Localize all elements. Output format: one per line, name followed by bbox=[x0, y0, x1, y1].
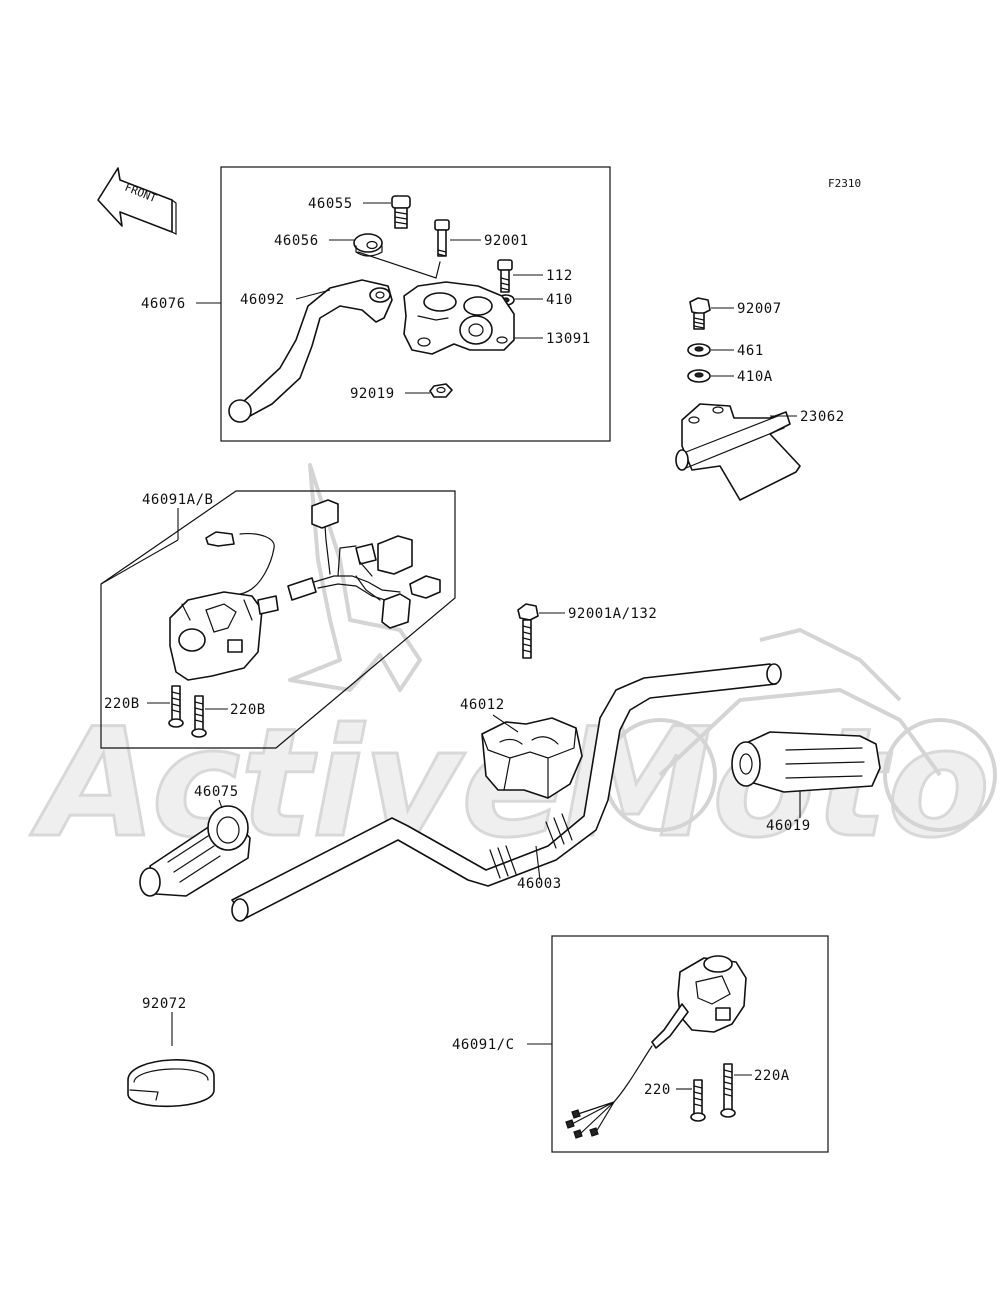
part-220B-left-drawing bbox=[168, 685, 184, 728]
part-220-drawing bbox=[690, 1079, 706, 1122]
part-46075-drawing bbox=[139, 805, 251, 897]
figure-code: F2310 bbox=[828, 177, 861, 190]
label-46019: 46019 bbox=[766, 818, 811, 834]
part-13091-drawing bbox=[403, 281, 515, 355]
label-92001: 92001 bbox=[484, 233, 529, 249]
front-arrow-icon: FRONT bbox=[97, 167, 177, 235]
part-92001-drawing bbox=[434, 219, 450, 257]
label-46003: 46003 bbox=[517, 876, 562, 892]
label-92001A132: 92001A/132 bbox=[568, 606, 657, 622]
part-92001A132-drawing bbox=[517, 603, 539, 659]
label-220B-right: 220B bbox=[230, 702, 266, 718]
label-46091AB: 46091A/B bbox=[142, 492, 213, 508]
label-46091C: 46091/C bbox=[452, 1037, 515, 1053]
part-220B-right-drawing bbox=[191, 695, 207, 738]
part-92007-drawing bbox=[689, 297, 711, 330]
label-410A: 410A bbox=[737, 369, 773, 385]
label-92072: 92072 bbox=[142, 996, 187, 1012]
lever-assembly-box bbox=[220, 166, 611, 442]
left-switch-box bbox=[100, 490, 456, 749]
part-46091C-drawing bbox=[565, 955, 747, 1139]
part-92072-drawing bbox=[127, 1059, 215, 1108]
label-220A: 220A bbox=[754, 1068, 790, 1084]
part-410A-drawing bbox=[687, 369, 711, 383]
part-46056-drawing bbox=[353, 233, 383, 257]
label-13091: 13091 bbox=[546, 331, 591, 347]
part-461-drawing bbox=[687, 343, 711, 357]
part-46012-drawing bbox=[481, 717, 583, 799]
part-46019-drawing bbox=[731, 731, 881, 793]
part-220A-drawing bbox=[720, 1063, 736, 1118]
part-46092-drawing bbox=[228, 279, 393, 423]
part-46003-drawing bbox=[231, 663, 782, 922]
label-220: 220 bbox=[644, 1082, 671, 1098]
part-112-drawing bbox=[497, 259, 513, 293]
label-410: 410 bbox=[546, 292, 573, 308]
label-92019: 92019 bbox=[350, 386, 395, 402]
label-461: 461 bbox=[737, 343, 764, 359]
label-46055: 46055 bbox=[308, 196, 353, 212]
label-46056: 46056 bbox=[274, 233, 319, 249]
label-92007: 92007 bbox=[737, 301, 782, 317]
label-23062: 23062 bbox=[800, 409, 845, 425]
part-23062-drawing bbox=[675, 403, 801, 501]
label-46075: 46075 bbox=[194, 784, 239, 800]
label-46012: 46012 bbox=[460, 697, 505, 713]
label-46092: 46092 bbox=[240, 292, 285, 308]
part-92019-drawing bbox=[429, 383, 453, 398]
label-46076: 46076 bbox=[141, 296, 186, 312]
label-112: 112 bbox=[546, 268, 573, 284]
part-46055-drawing bbox=[391, 195, 411, 229]
part-46091AB-drawing bbox=[169, 499, 441, 681]
label-220B-left: 220B bbox=[104, 696, 140, 712]
